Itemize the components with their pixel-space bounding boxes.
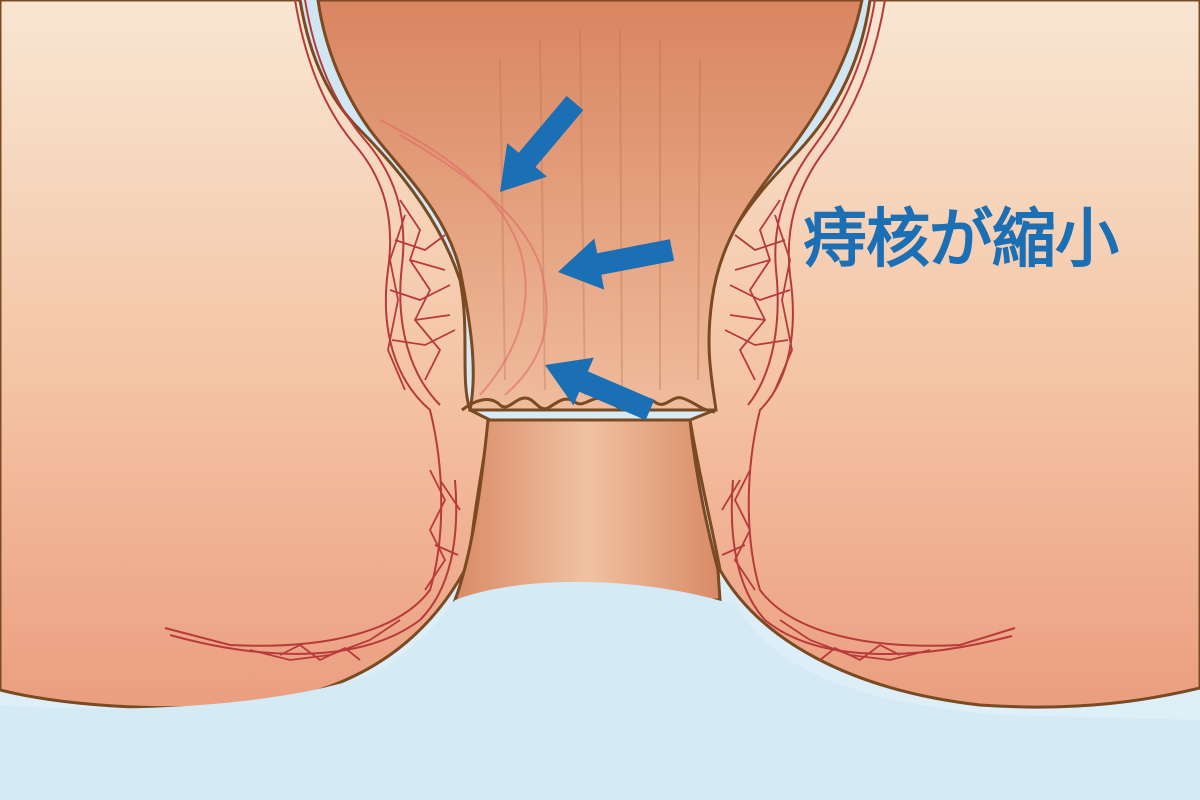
arrow-lower: [545, 357, 655, 421]
left-wall-lines: [164, 0, 458, 655]
dentate-line: [461, 396, 716, 414]
arrow-shape: [500, 95, 584, 192]
arrow-shape: [558, 238, 675, 290]
caption-hemorrhoid-shrink: 痔核が縮小: [803, 202, 1119, 277]
anal-canal: [452, 418, 722, 602]
arrow-upper: [500, 95, 584, 192]
right-hemorrhoidal-plexus: [721, 199, 931, 662]
lower-background-cleft: [0, 581, 1200, 800]
right-wall-lines: [730, 0, 1016, 656]
left-hemorrhoidal-plexus: [249, 199, 461, 662]
arrow-middle: [558, 238, 675, 290]
rectum: [316, 0, 864, 412]
shrunken-hemorrhoid-outline: [379, 119, 548, 396]
right-buttock: [688, 0, 1200, 709]
arrow-shape: [545, 357, 655, 421]
